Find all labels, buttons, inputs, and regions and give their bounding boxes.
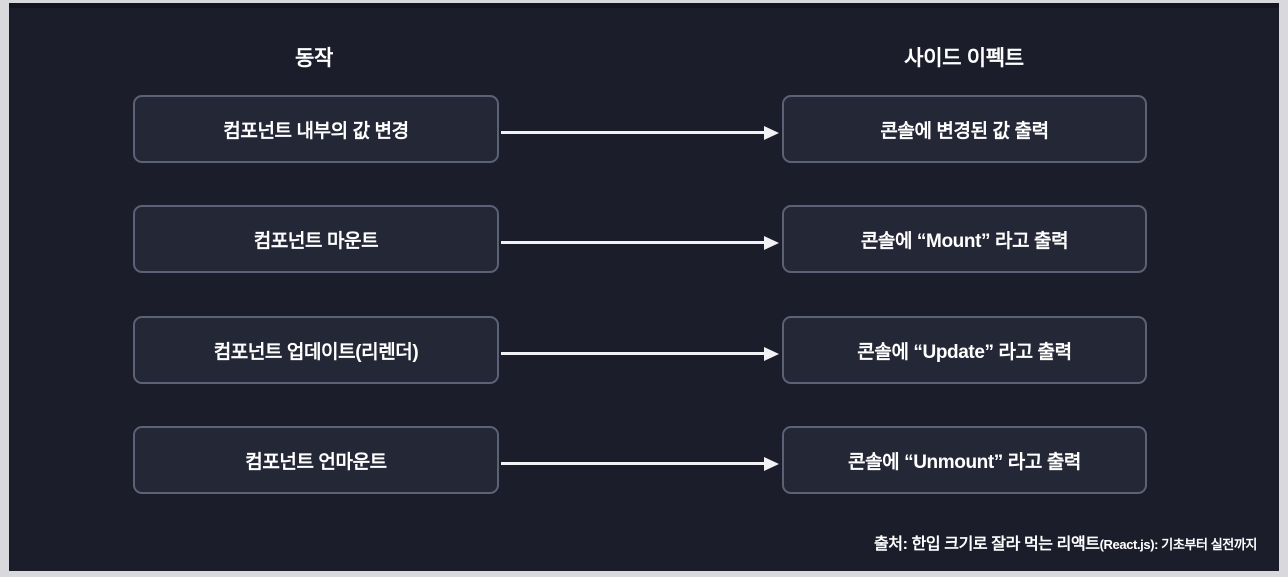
- column-header-action: 동작: [294, 47, 334, 70]
- source-attribution: 출처: 한입 크기로 잘라 먹는 리액트(React.js) : 기초부터 실전…: [874, 530, 1257, 554]
- diagram-row: 컴포넌트 언마운트 콘솔에 “Unmount” 라고 출력: [9, 426, 1279, 494]
- arrow-head: [764, 126, 779, 140]
- arrow-shaft: [501, 131, 765, 134]
- arrow-head: [764, 236, 779, 250]
- action-node: 컴포넌트 내부의 값 변경: [133, 95, 499, 163]
- arrow-shaft: [501, 241, 765, 244]
- side-effect-node: 콘솔에 “Mount” 라고 출력: [782, 205, 1147, 273]
- attribution-prefix: 출처: 한입 크기로 잘라 먹는 리액트: [873, 536, 1100, 553]
- column-header-side-effect: 사이드 이펙트: [904, 47, 1024, 70]
- side-effect-node: 콘솔에 변경된 값 출력: [782, 95, 1147, 163]
- arrow-shaft: [501, 462, 765, 465]
- diagram-row: 컴포넌트 업데이트(리렌더) 콘솔에 “Update” 라고 출력: [9, 316, 1279, 384]
- diagram-slide: 동작 사이드 이펙트 컴포넌트 내부의 값 변경 콘솔에 변경된 값 출력 컴포…: [9, 3, 1279, 571]
- arrow-shaft: [501, 352, 765, 355]
- action-node: 컴포넌트 마운트: [133, 205, 499, 273]
- side-effect-node: 콘솔에 “Update” 라고 출력: [782, 316, 1147, 384]
- action-node: 컴포넌트 언마운트: [133, 426, 499, 494]
- attribution-paren: (React.js): [1099, 537, 1155, 552]
- attribution-suffix: : 기초부터 실전까지: [1154, 537, 1257, 552]
- arrow-right-icon: [501, 347, 779, 361]
- arrow-head: [764, 457, 779, 471]
- diagram-row: 컴포넌트 마운트 콘솔에 “Mount” 라고 출력: [9, 205, 1279, 273]
- arrow-right-icon: [501, 457, 779, 471]
- arrow-right-icon: [501, 236, 779, 250]
- diagram-row: 컴포넌트 내부의 값 변경 콘솔에 변경된 값 출력: [9, 95, 1279, 163]
- slide-top-strip: [9, 3, 1279, 8]
- arrow-head: [764, 347, 779, 361]
- arrow-right-icon: [501, 126, 779, 140]
- action-node: 컴포넌트 업데이트(리렌더): [133, 316, 499, 384]
- side-effect-node: 콘솔에 “Unmount” 라고 출력: [782, 426, 1147, 494]
